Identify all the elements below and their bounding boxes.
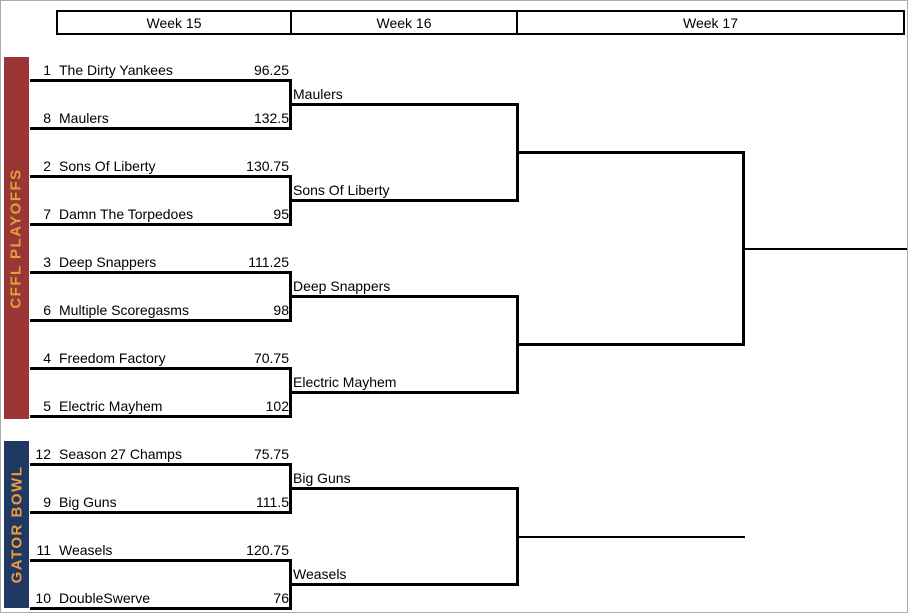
team-seed: 2 [43,158,51,174]
team-score: 102 [265,398,289,414]
team-seed: 1 [43,62,51,78]
team-seed: 8 [43,110,51,126]
team-name: Multiple Scoregasms [59,302,189,318]
team-seed: 12 [35,446,51,462]
team-name: Electric Mayhem [59,398,163,414]
team-score: 132.5 [253,110,289,126]
team-name: DoubleSwerve [59,590,151,606]
bracket-line [30,511,292,514]
winner-label: Weasels [293,566,347,582]
header-week-16: Week 16 [290,10,518,35]
team-name: Freedom Factory [59,350,166,366]
bracket-line [289,103,518,106]
team-row: 5 Electric Mayhem 102 [30,398,289,415]
team-name: Season 27 Champs [59,446,182,462]
team-seed: 7 [43,206,51,222]
sidebar-gator-bowl: GATOR BOWL [4,441,29,608]
team-seed: 5 [43,398,51,414]
team-row: 11 Weasels 120.75 [30,542,289,559]
header-week-17: Week 17 [516,10,905,35]
matchup-2: 2 Sons Of Liberty 130.75 Sons Of Liberty… [1,153,907,228]
semifinal-line-bottom [516,343,745,346]
bracket-line [289,391,518,394]
team-seed: 10 [35,590,51,606]
header-week-16-label: Week 16 [376,14,432,31]
bracket-line [30,607,292,610]
bracket-connector [289,271,292,322]
championship-line [745,248,907,250]
team-row: 10 DoubleSwerve 76 [30,590,289,607]
team-seed: 3 [43,254,51,270]
bracket-line [289,487,518,490]
bracket-connector [289,463,292,514]
team-row: 6 Multiple Scoregasms 98 [30,302,289,319]
team-name: Weasels [59,542,113,558]
team-score: 111.5 [256,494,289,510]
team-score: 130.75 [246,158,289,174]
bracket-line [30,319,292,322]
semifinal-line-top [516,151,745,154]
bracket-line [30,223,292,226]
winner-label: Maulers [293,86,343,102]
bracket-connector [289,79,292,130]
championship-connector [742,151,745,346]
bracket-connector [289,559,292,610]
bracket-line [289,583,518,586]
bracket-line [30,175,292,178]
team-row: 3 Deep Snappers 111.25 [30,254,289,271]
matchup-3: 3 Deep Snappers 111.25 Deep Snappers 6 M… [1,249,907,324]
winner-label: Deep Snappers [293,278,391,294]
bracket-line [30,559,292,562]
team-row: 4 Freedom Factory 70.75 [30,350,289,367]
bracket-line [30,271,292,274]
team-row: 2 Sons Of Liberty 130.75 [30,158,289,175]
team-row: 1 The Dirty Yankees 96.25 [30,62,289,79]
sidebar-cffl-playoffs: CFFL PLAYOFFS [4,57,29,419]
header-week-15-label: Week 15 [146,14,202,31]
bracket-line [30,463,292,466]
bracket-line [289,199,518,202]
team-name: Deep Snappers [59,254,157,270]
team-score: 70.75 [253,350,289,366]
team-name: Damn The Torpedoes [59,206,194,222]
team-score: 96.25 [253,62,289,78]
winner-label: Sons Of Liberty [293,182,390,198]
team-name: Sons Of Liberty [59,158,156,174]
bracket-line [289,295,518,298]
team-row: 7 Damn The Torpedoes 95 [30,206,289,223]
bracket-connector [289,175,292,226]
matchup-4: 4 Freedom Factory 70.75 Electric Mayhem … [1,345,907,420]
bracket-connector [289,367,292,418]
team-row: 9 Big Guns 111.5 [30,494,289,511]
gator-bowl-connector [516,487,519,586]
matchup-5: 12 Season 27 Champs 75.75 Big Guns 9 Big… [1,441,907,516]
team-score: 95 [273,206,289,222]
team-row: 8 Maulers 132.5 [30,110,289,127]
team-score: 76 [273,590,289,606]
matchup-1: 1 The Dirty Yankees 96.25 Maulers 8 Maul… [1,57,907,132]
team-name: Big Guns [59,494,117,510]
winner-label: Big Guns [293,470,351,486]
bracket-line [30,127,292,130]
team-seed: 6 [43,302,51,318]
bracket-line [30,367,292,370]
team-seed: 4 [43,350,51,366]
header-week-17-label: Week 17 [683,14,738,31]
gator-bowl-final-line [519,536,745,538]
header-week-15: Week 15 [56,10,292,35]
team-seed: 11 [36,542,51,558]
team-name: Maulers [59,110,109,126]
team-score: 75.75 [253,446,289,462]
team-score: 111.25 [248,254,289,270]
team-score: 120.75 [246,542,289,558]
bracket-line [30,415,292,418]
team-score: 98 [273,302,289,318]
winner-label: Electric Mayhem [293,374,397,390]
matchup-6: 11 Weasels 120.75 Weasels 10 DoubleSwerv… [1,537,907,612]
team-seed: 9 [43,494,51,510]
bracket-line [30,79,292,82]
team-row: 12 Season 27 Champs 75.75 [30,446,289,463]
team-name: The Dirty Yankees [59,62,173,78]
